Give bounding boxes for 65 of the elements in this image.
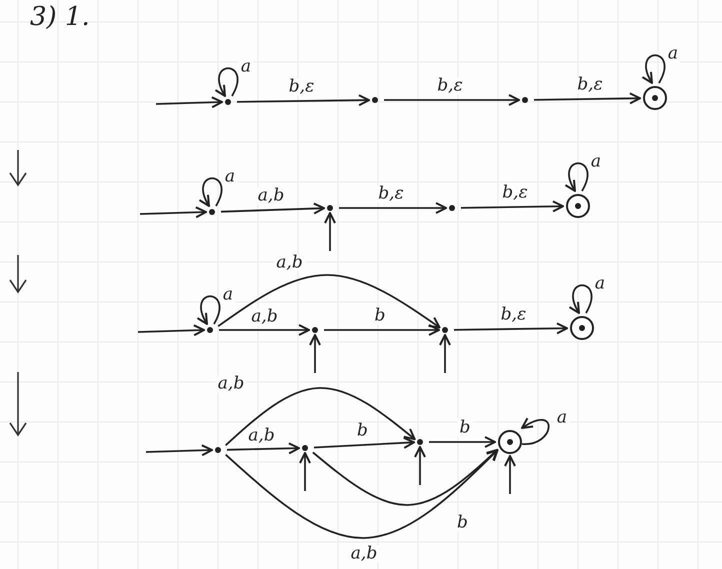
transition-arrow bbox=[218, 274, 441, 328]
edge-label: b,ε bbox=[435, 78, 465, 94]
transition-arrow bbox=[220, 202, 325, 215]
self-loop-arrow bbox=[521, 418, 550, 445]
edge-label: b bbox=[372, 308, 388, 324]
exercise-number: 3) 1. bbox=[30, 4, 90, 30]
accepting-state bbox=[643, 86, 667, 110]
edge-label: b bbox=[458, 420, 472, 436]
edge-label: a,b bbox=[274, 254, 305, 272]
state-dot bbox=[449, 205, 455, 211]
transition-arrow bbox=[299, 452, 311, 491]
state-dot bbox=[302, 445, 308, 451]
edge-label: a,b bbox=[216, 376, 246, 392]
transition-arrow bbox=[140, 206, 207, 218]
edge-label: b bbox=[455, 514, 470, 532]
transition-arrow bbox=[324, 324, 440, 336]
state-dot bbox=[522, 97, 528, 103]
state-dot bbox=[442, 327, 448, 333]
transition-arrow bbox=[138, 324, 205, 336]
edge-label: b,ε bbox=[286, 78, 316, 96]
edge-label: a,b bbox=[348, 546, 380, 562]
edge-label: a,b bbox=[246, 428, 277, 444]
transition-arrow bbox=[225, 449, 498, 539]
self-loop-arrow bbox=[569, 284, 592, 314]
state-dot bbox=[327, 205, 333, 211]
state-dot bbox=[215, 447, 221, 453]
self-loop-arrow bbox=[565, 162, 588, 192]
state-dot bbox=[312, 327, 318, 333]
transition-arrow bbox=[384, 94, 520, 106]
transition-arrow bbox=[414, 446, 426, 485]
edge-label: b,ε bbox=[376, 186, 406, 202]
transition-arrow bbox=[236, 94, 370, 106]
transition-arrow bbox=[146, 444, 213, 456]
state-dot bbox=[209, 209, 215, 215]
transition-arrow bbox=[454, 322, 568, 334]
state-dot bbox=[225, 99, 231, 105]
transition-arrow bbox=[534, 92, 641, 104]
self-loop-arrow bbox=[215, 67, 238, 97]
transition-arrow bbox=[504, 455, 516, 494]
transition-arrow bbox=[339, 202, 447, 214]
transition-arrow bbox=[219, 324, 310, 336]
transition-arrow bbox=[314, 436, 415, 449]
state-dot bbox=[417, 439, 423, 445]
transition-arrow bbox=[156, 96, 223, 108]
edge-label: b,ε bbox=[500, 184, 530, 202]
state-dot bbox=[372, 97, 378, 103]
transition-arrow bbox=[439, 334, 451, 373]
edge-label: b,ε bbox=[575, 76, 605, 94]
self-loop-arrow bbox=[197, 295, 220, 325]
transition-arrow bbox=[225, 387, 416, 446]
edge-label: a,b bbox=[249, 308, 280, 326]
self-loop-arrow bbox=[642, 54, 666, 84]
transition-arrow bbox=[309, 334, 321, 373]
state-dot bbox=[207, 327, 213, 333]
transition-arrow bbox=[312, 448, 498, 506]
edge-label: b,ε bbox=[498, 306, 528, 324]
transition-arrow bbox=[460, 200, 564, 212]
edge-label: a,b bbox=[256, 188, 286, 204]
transition-arrow bbox=[429, 436, 496, 448]
accepting-state bbox=[498, 430, 522, 454]
accepting-state bbox=[566, 194, 590, 218]
accepting-state bbox=[570, 316, 594, 340]
self-loop-arrow bbox=[199, 177, 222, 207]
transition-arrow bbox=[226, 442, 300, 454]
transition-arrow bbox=[324, 212, 336, 251]
